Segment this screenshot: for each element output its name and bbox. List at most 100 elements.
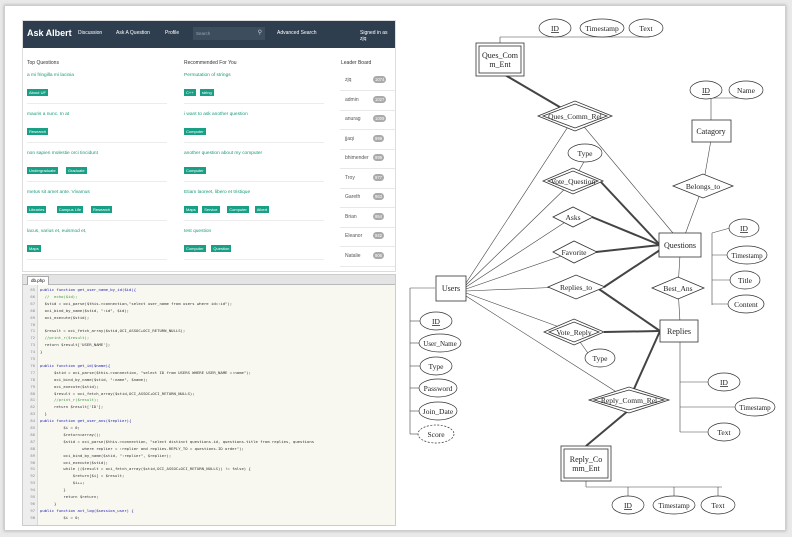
entity-catagory[interactable] <box>691 119 732 143</box>
tag-badge[interactable]: Undergraduate <box>27 167 58 174</box>
nav-ask-question[interactable]: Ask A Question <box>116 30 150 36</box>
entity-replies[interactable] <box>659 319 699 343</box>
brand-logo[interactable]: Ask Albert <box>27 28 72 38</box>
tag-badge[interactable]: Computer <box>184 128 206 135</box>
tag-badge[interactable]: Question <box>211 245 232 252</box>
question-link[interactable]: i want to ask another question <box>184 112 248 117</box>
attr-qc-text[interactable] <box>628 18 664 38</box>
entity-users[interactable] <box>435 275 467 302</box>
tag-badge[interactable]: C++ <box>184 89 196 96</box>
attr-vr-type[interactable] <box>584 348 616 368</box>
question-link[interactable]: test question <box>184 229 212 234</box>
attr-q-id[interactable] <box>728 218 760 238</box>
code-line[interactable]: oci_bind_by_name($stid, ":replier", $rep… <box>40 452 172 458</box>
code-line[interactable]: return $return; <box>40 494 99 499</box>
tag-badge[interactable]: Albert <box>254 206 270 213</box>
rel-best-ans[interactable] <box>650 276 706 300</box>
attr-u-name[interactable] <box>418 333 462 353</box>
attr-vq-type[interactable] <box>567 143 603 163</box>
rel-belongs-to[interactable] <box>671 173 735 199</box>
code-line[interactable]: oci_bind_by_name($stid, ":name", $name); <box>40 376 148 382</box>
question-link[interactable]: another question about my computer <box>184 151 263 156</box>
attr-q-content[interactable] <box>727 294 765 314</box>
code-line[interactable]: $return[$i] = $result; <box>40 473 125 479</box>
attr-rc-timestamp[interactable] <box>652 495 696 515</box>
code-line[interactable]: } <box>40 411 48 417</box>
attr-rc-text[interactable] <box>700 495 736 515</box>
tag-badge[interactable]: Computer <box>184 245 206 252</box>
code-line[interactable]: public function get_user_name_by_id($id)… <box>40 287 137 292</box>
question-link[interactable]: lacus, varius et, euismod et, <box>27 229 87 234</box>
code-line[interactable]: $stid = oci_parse($this->connection, "se… <box>40 438 315 444</box>
attr-qc-timestamp[interactable] <box>579 18 625 38</box>
attr-cat-name[interactable] <box>728 80 764 100</box>
code-line[interactable]: public function act_log($session_user) { <box>40 507 134 513</box>
advanced-search-link[interactable]: Advanced Search <box>277 30 317 36</box>
entity-ques-comm-ent[interactable] <box>475 42 525 77</box>
nav-discussion[interactable]: Discussion <box>78 30 103 36</box>
code-line[interactable]: where replier = :replier and replies.REP… <box>40 445 244 451</box>
rel-reply-comm-rel[interactable] <box>587 386 671 414</box>
tag-badge[interactable]: Research <box>91 206 113 213</box>
nav-profile[interactable]: Profile <box>165 30 180 36</box>
attr-u-join-date[interactable] <box>418 401 458 421</box>
tag-badge[interactable]: About UF <box>27 89 48 96</box>
question-link[interactable]: metus sit amet ante. Vivamus <box>27 190 90 195</box>
entity-reply-comm-ent[interactable] <box>560 445 612 482</box>
code-line[interactable]: //print_r($result); <box>40 335 90 341</box>
attr-u-password[interactable] <box>418 378 458 398</box>
tag-badge[interactable]: Research <box>27 128 49 135</box>
code-line[interactable]: $i++; <box>40 480 85 486</box>
code-line[interactable]: } <box>40 500 57 506</box>
code-line[interactable]: return $result['ID']; <box>40 404 104 410</box>
code-line[interactable]: $result = oci_fetch_array($stid,OCI_ASSO… <box>40 390 195 396</box>
rel-vote-reply[interactable] <box>542 318 606 346</box>
tag-badge[interactable]: Graduate <box>65 167 87 174</box>
code-line[interactable]: $stid = oci_parse($this->connection,"sel… <box>40 300 233 306</box>
code-line[interactable]: } <box>40 349 43 355</box>
attr-r-text[interactable] <box>707 422 741 442</box>
code-line[interactable]: oci_execute($stid); <box>40 314 90 320</box>
question-link[interactable]: non sapien molestie orci tincidunt <box>27 151 98 156</box>
tag-badge[interactable]: Maps <box>27 245 41 252</box>
tag-badge[interactable]: Service <box>202 206 220 213</box>
code-line[interactable]: $return=array(); <box>40 431 101 437</box>
attr-q-title[interactable] <box>729 270 761 290</box>
attr-cat-id[interactable] <box>689 80 723 100</box>
code-line[interactable]: //print_r($result); <box>40 397 99 403</box>
code-line[interactable]: $i = 0; <box>40 514 80 520</box>
code-line[interactable]: while (($result = oci_fetch_array($stid,… <box>40 466 251 472</box>
attr-u-id[interactable] <box>419 311 453 331</box>
search-icon[interactable]: ⚲ <box>257 30 262 36</box>
code-line[interactable]: public function get_id($name){ <box>40 362 111 368</box>
code-line[interactable]: public function get_user_ans($replier){ <box>40 418 132 424</box>
question-link[interactable]: mauris a nunc. In at <box>27 112 70 117</box>
question-link[interactable]: Etiam laoreet, libero et tristique <box>184 190 251 195</box>
code-line[interactable]: } <box>40 487 66 493</box>
attr-u-type[interactable] <box>419 356 453 376</box>
attr-u-score[interactable] <box>417 424 455 444</box>
question-link[interactable]: a mi fringilla mi lacinia <box>27 73 74 78</box>
attr-qc-id[interactable] <box>538 18 572 38</box>
code-line[interactable]: // echo($id); <box>40 293 78 299</box>
attr-rc-id[interactable] <box>611 495 645 515</box>
rel-asks[interactable] <box>552 206 594 228</box>
attr-r-timestamp[interactable] <box>734 397 776 417</box>
code-line[interactable]: $stid = oci_parse($this->connection, "se… <box>40 369 251 375</box>
tag-badge[interactable]: Campus Life <box>56 206 84 213</box>
tag-badge[interactable]: Maps <box>184 206 198 213</box>
tag-badge[interactable]: Computer <box>184 167 206 174</box>
rel-replies-to[interactable] <box>546 274 607 300</box>
tag-badge[interactable]: Computer <box>227 206 249 213</box>
rel-ques-comm-rel[interactable] <box>536 100 614 132</box>
